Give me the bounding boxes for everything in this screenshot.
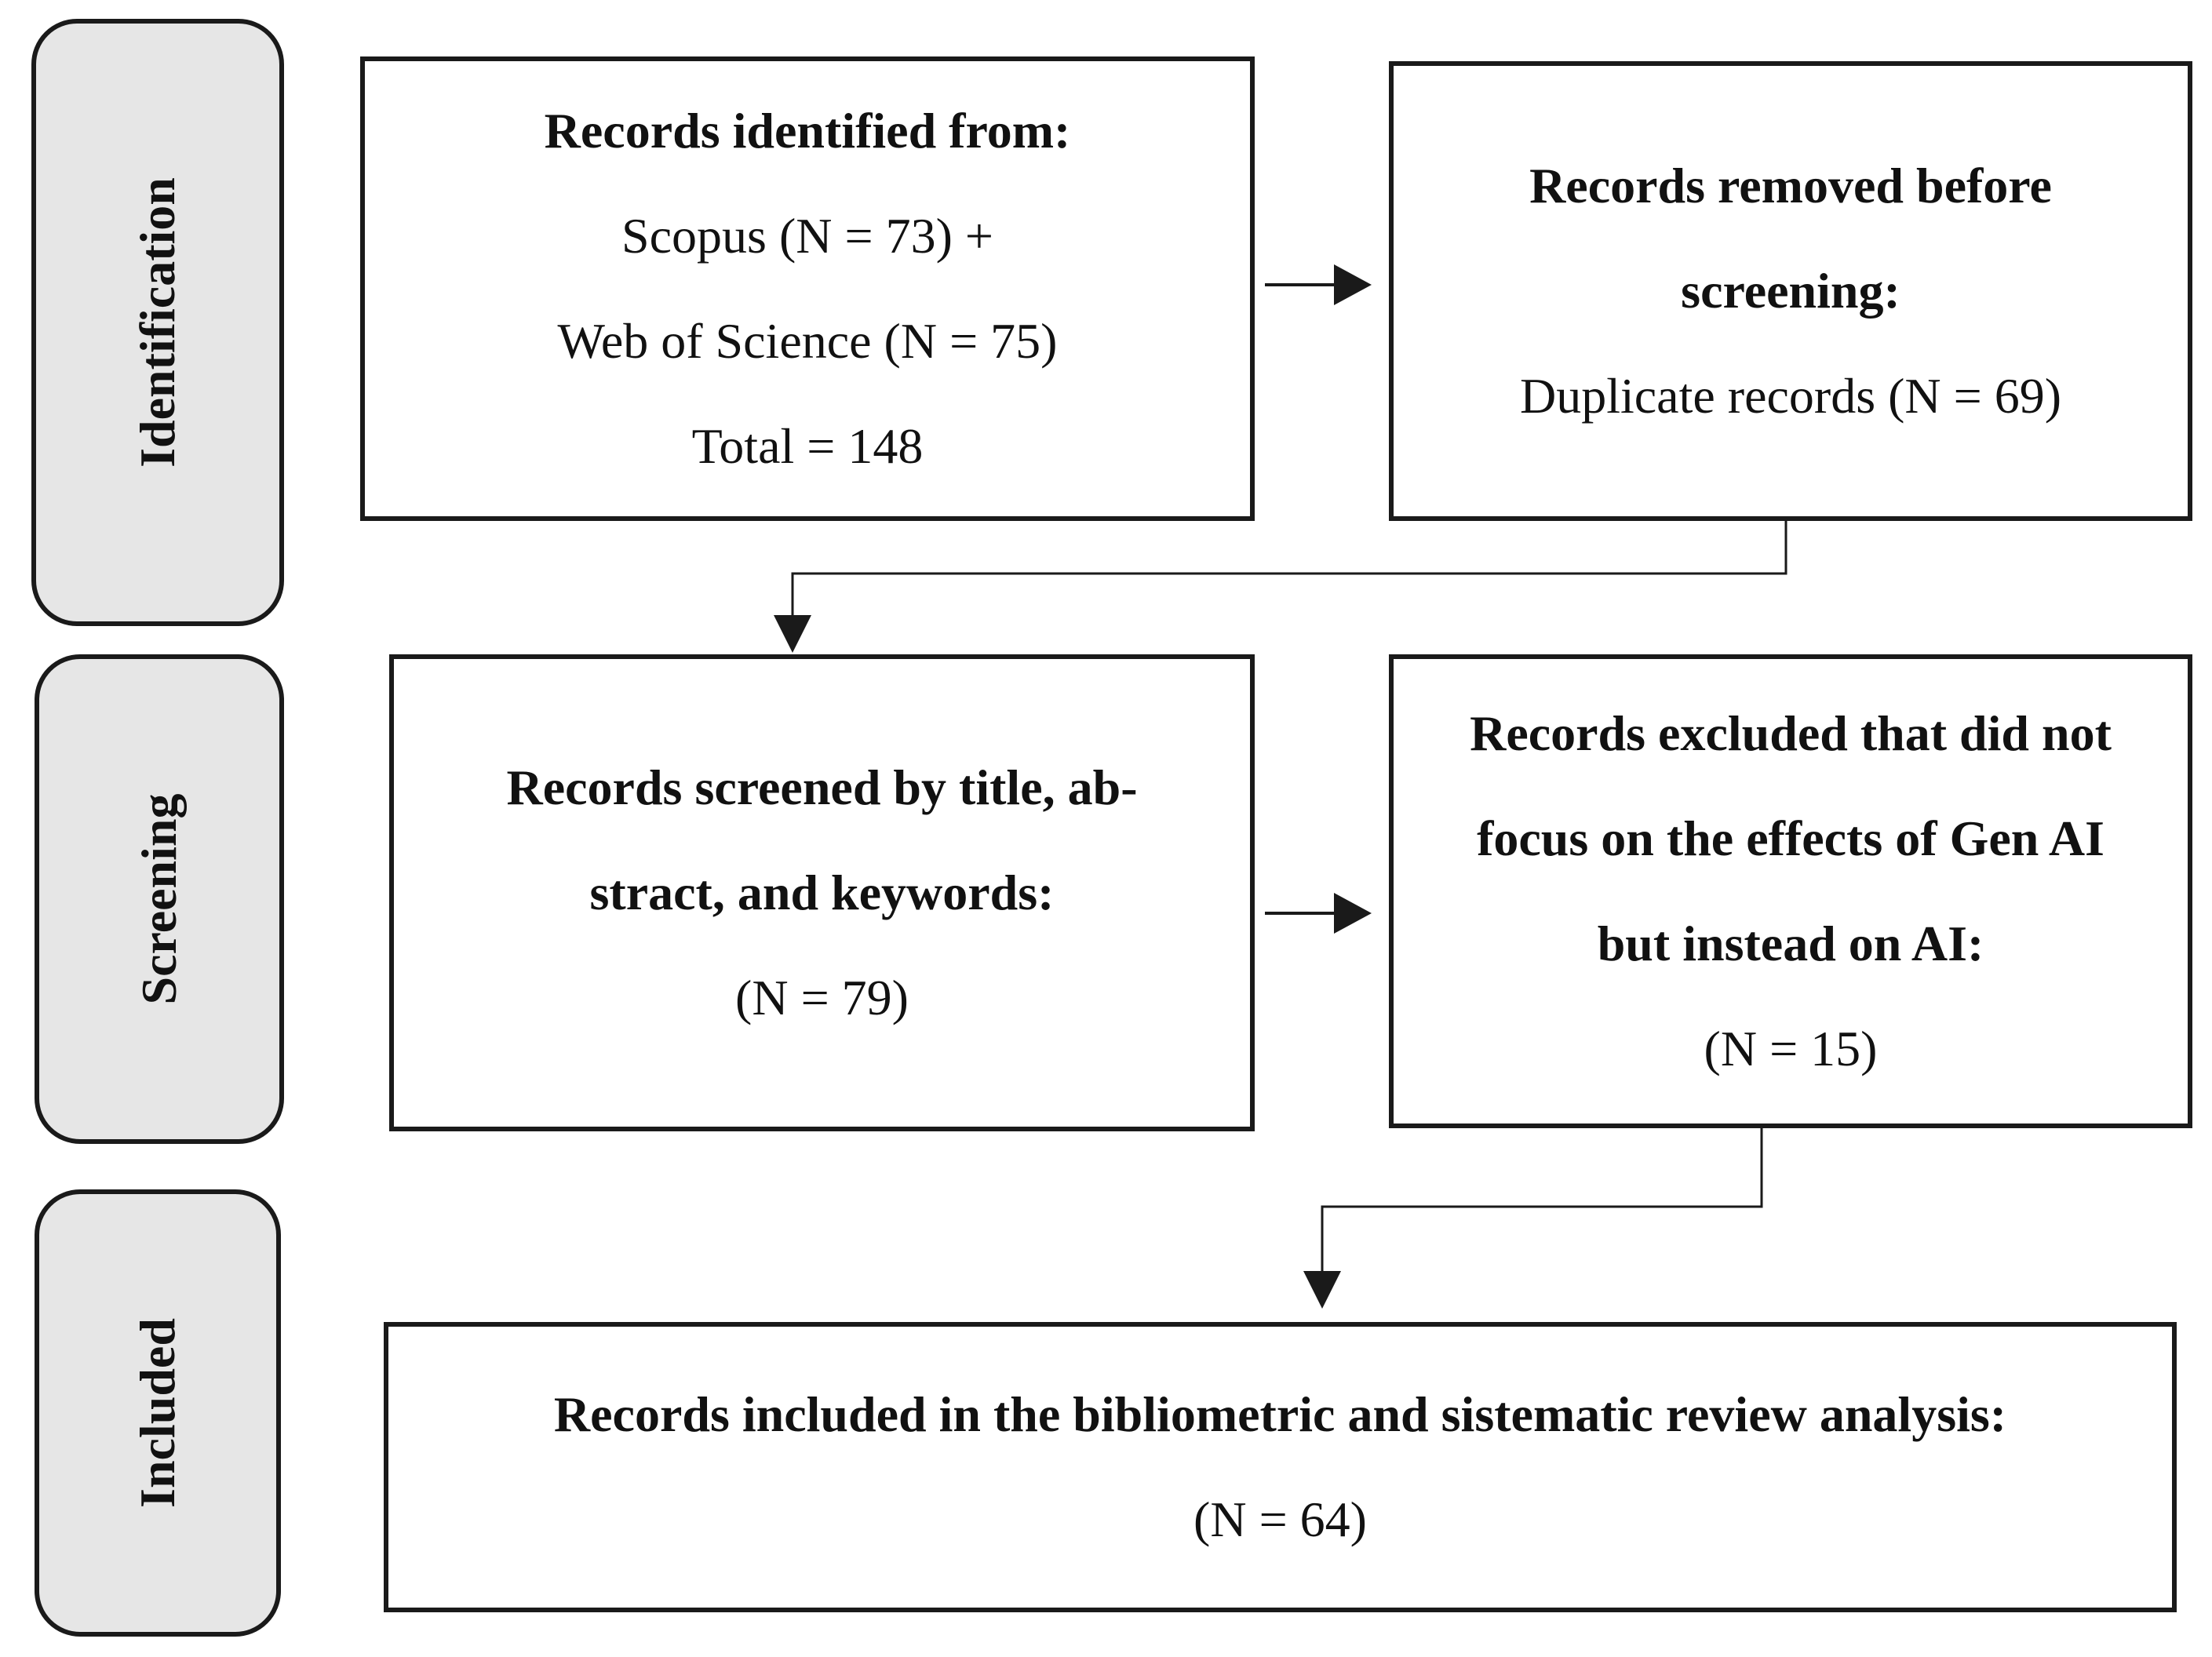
- records-excluded-heading-2: focus on the effects of Gen AI: [1477, 810, 2104, 866]
- box-records-included: Records included in the bibliometric and…: [384, 1322, 2177, 1612]
- records-removed-heading-1: Records removed before: [1529, 158, 2052, 213]
- records-identified-line-1: Scopus (N = 73) +: [621, 208, 993, 264]
- box-records-excluded: Records excluded that did not focus on t…: [1389, 654, 2192, 1128]
- arrow-identified-to-removed: [1265, 264, 1372, 305]
- records-screened-heading-2: stract, and keywords:: [589, 865, 1055, 920]
- records-included-heading: Records included in the bibliometric and…: [553, 1386, 2007, 1442]
- box-records-identified: Records identified from: Scopus (N = 73)…: [360, 56, 1255, 521]
- records-identified-heading: Records identified from:: [544, 103, 1071, 158]
- records-identified-line-3: Total = 148: [691, 418, 924, 474]
- records-removed-line-1: Duplicate records (N = 69): [1519, 368, 2062, 424]
- phase-included: Included: [35, 1189, 281, 1637]
- box-records-screened: Records screened by title, ab- stract, a…: [389, 654, 1255, 1131]
- records-included-line-1: (N = 64): [1193, 1491, 1367, 1547]
- records-excluded-heading-3: but instead on AI:: [1597, 916, 1984, 971]
- records-screened-heading-1: Records screened by title, ab-: [506, 759, 1138, 815]
- arrow-removed-to-screened: [774, 521, 1787, 653]
- arrow-screened-to-excluded: [1265, 893, 1372, 934]
- records-excluded-line-1: (N = 15): [1704, 1021, 1878, 1076]
- phase-identification: Identification: [31, 19, 284, 626]
- records-screened-line-1: (N = 79): [735, 970, 909, 1025]
- records-excluded-heading-1: Records excluded that did not: [1470, 705, 2112, 761]
- arrow-excluded-to-included: [1303, 1128, 1763, 1309]
- records-removed-heading-2: screening:: [1681, 263, 1900, 319]
- records-identified-line-2: Web of Science (N = 75): [557, 313, 1058, 369]
- box-records-removed: Records removed before screening: Duplic…: [1389, 61, 2192, 521]
- phase-screening: Screening: [35, 654, 284, 1144]
